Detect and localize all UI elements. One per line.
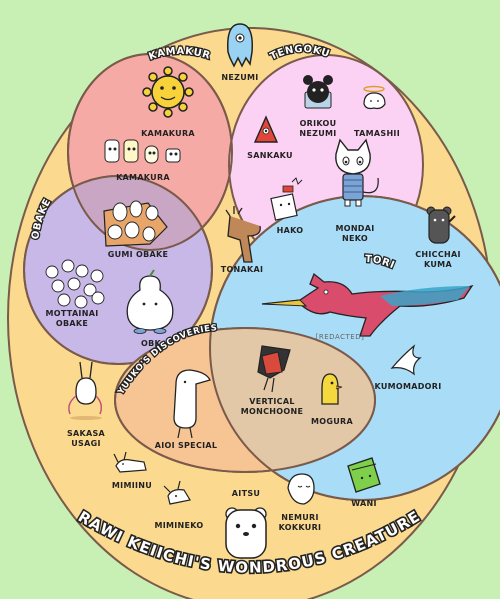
label-orikou-nezumi-1: ORIKOU xyxy=(300,119,337,128)
tamashii-illustration xyxy=(363,85,386,110)
label-wani: WANI xyxy=(351,499,377,508)
mimiinu-illustration xyxy=(113,451,147,473)
overlap-yuuko-tori xyxy=(210,328,375,472)
gumi-obake-illustration xyxy=(103,200,168,247)
label-aioi-special: AIOI SPECIAL xyxy=(155,441,218,450)
label-mottainai-obake-2: OBAKE xyxy=(56,319,88,328)
label-kamakura-group: KAMAKURA xyxy=(116,173,170,182)
label-tonakai: TONAKAI xyxy=(221,265,264,274)
label-hako: HAKO xyxy=(277,226,304,235)
sankaku-illustration xyxy=(253,115,279,143)
label-mondai-neko-2: NEKO xyxy=(342,234,368,243)
label-vertical-monchoone-1: VERTICAL xyxy=(249,397,294,406)
nemuri-kokkuri-illustration xyxy=(287,473,315,505)
label-mimineko: MIMINEKO xyxy=(154,521,203,530)
label-kumomadori: KUMOMADORI xyxy=(374,382,441,391)
obk-illustration xyxy=(126,269,174,334)
mogura-illustration xyxy=(321,373,343,405)
label-nemuri-kokkuri-1: NEMURI xyxy=(281,513,319,522)
mottainai-obake-illustration xyxy=(45,259,105,309)
hako-illustration xyxy=(270,177,303,221)
label-orikou-nezumi-2: NEZUMI xyxy=(299,129,336,138)
aitsu-illustration xyxy=(225,507,267,559)
chicchai-kuma-illustration xyxy=(426,206,456,244)
label-mondai-neko-1: MONDAI xyxy=(335,224,374,233)
mimineko-illustration xyxy=(163,480,191,505)
label-chicchai-kuma-2: KUMA xyxy=(424,260,452,269)
label-gumi-obake: GUMI OBAKE xyxy=(108,250,169,259)
sakasa-usagi-illustration xyxy=(68,361,103,420)
label-sakasa-usagi-2: USAGI xyxy=(71,439,101,448)
aioi-special-illustration xyxy=(173,369,211,439)
label-nemuri-kokkuri-2: KOKKURI xyxy=(279,523,322,532)
label-vertical-monchoone-2: MONCHOONE xyxy=(241,407,304,416)
label-aitsu: AITSU xyxy=(232,489,260,498)
label-sankaku: SANKAKU xyxy=(247,151,293,160)
label-obk: OBK xyxy=(141,339,161,348)
label-sakasa-usagi-1: SAKASA xyxy=(67,429,106,438)
nezumi-illustration xyxy=(227,23,253,68)
tonakai-illustration xyxy=(225,206,261,263)
orikou-nezumi-illustration xyxy=(303,75,333,109)
wani-illustration xyxy=(347,457,381,493)
kamakura-group-illustration xyxy=(104,139,181,164)
tori-bird-illustration xyxy=(261,272,474,337)
label-mogura: MOGURA xyxy=(311,417,353,426)
label-kamakura-sun: KAMAKURA xyxy=(141,129,195,138)
label-tamashii: TAMASHII xyxy=(354,129,400,138)
label-chicchai-kuma-1: CHICCHAI xyxy=(415,250,461,259)
label-nezumi: NEZUMI xyxy=(221,73,258,82)
kamakura-sun-illustration xyxy=(142,66,194,118)
mondai-neko-illustration xyxy=(335,138,379,207)
vertical-monchoone-illustration xyxy=(257,345,291,393)
label-mottainai-obake-1: MOTTAINAI xyxy=(46,309,99,318)
label-redacted: [REDACTED] xyxy=(316,333,365,341)
set-label-kamakura: KAMAKURA xyxy=(0,0,212,63)
label-mimiinu: MIMIINU xyxy=(112,481,152,490)
kumomadori-illustration xyxy=(390,344,422,376)
